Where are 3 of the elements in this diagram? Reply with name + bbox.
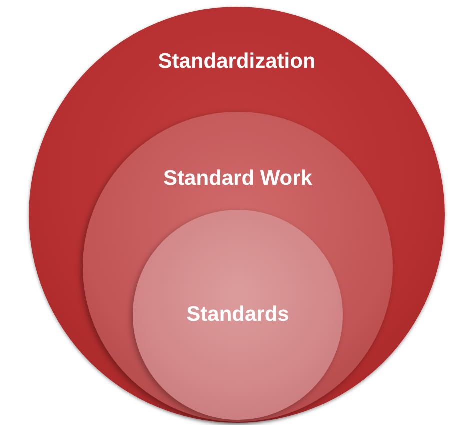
circle-label: Standardization xyxy=(158,50,316,74)
circle-label: Standards xyxy=(186,303,290,327)
circle-label: Standard Work xyxy=(164,167,312,191)
